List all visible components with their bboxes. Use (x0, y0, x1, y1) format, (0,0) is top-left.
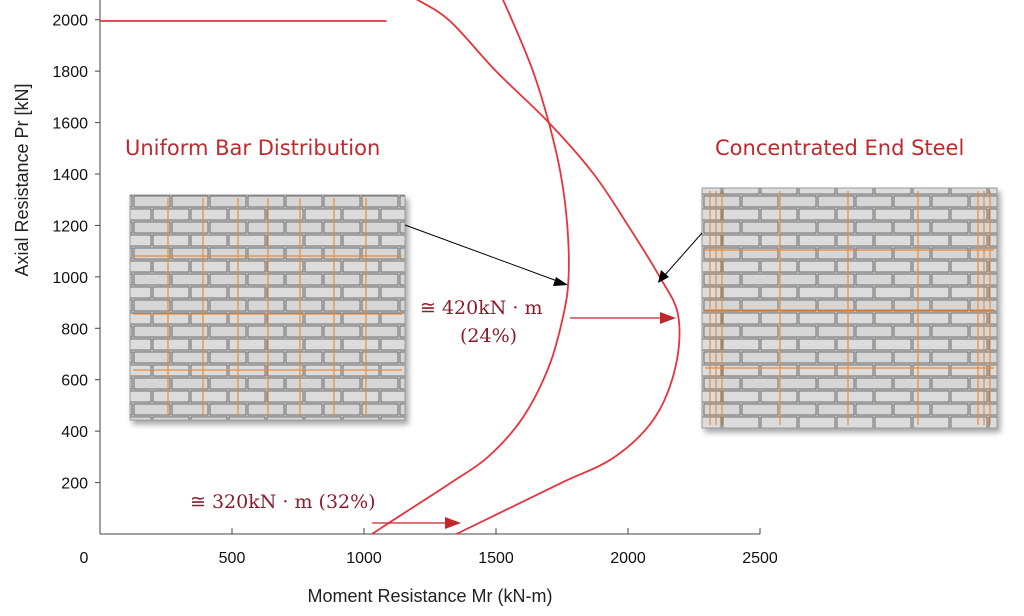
y-tick-label: 2000 (52, 13, 88, 30)
bottom-difference-label: ≅ 320kN · m (32%) (190, 491, 376, 513)
y-tick-label: 1400 (52, 167, 88, 184)
concentrated-rebar-grid (705, 191, 994, 425)
x-tick-label: 2000 (610, 550, 646, 567)
y-tick-label: 1000 (52, 270, 88, 287)
uniform-curve (371, 0, 570, 535)
uniform-title: Uniform Bar Distribution (125, 136, 380, 160)
mid-difference-percent: (24%) (460, 325, 517, 347)
pointer-arrows (372, 224, 703, 529)
x-tick-label: 1500 (478, 550, 514, 567)
uniform-rebar-grid (133, 198, 402, 417)
uniform-pointer-line (404, 224, 561, 283)
y-tick-label: 600 (61, 373, 88, 390)
concentrated-curve (416, 0, 681, 535)
concentrated-section-panel (701, 187, 998, 429)
x-ticks: 0 500 1000 1500 2000 2500 (80, 528, 778, 567)
series-layer (100, 0, 681, 535)
concentrated-pointer-line (663, 232, 703, 277)
x-axis-label: Moment Resistance Mr (kN-m) (307, 586, 552, 606)
y-tick-label: 400 (61, 424, 88, 441)
x-tick-label: 500 (219, 550, 246, 567)
bottom-difference-arrow-head (445, 517, 461, 529)
y-tick-label: 200 (61, 476, 88, 493)
concentrated-section-image (701, 187, 998, 429)
x-tick-label: 0 (80, 550, 89, 567)
y-axis-label: Axial Resistance Pr [kN] (12, 83, 32, 276)
x-tick-label: 1000 (346, 550, 382, 567)
mid-difference-value: ≅ 420kN · m (420, 297, 543, 319)
uniform-pointer-head (553, 277, 568, 286)
axes (99, 0, 760, 535)
y-tick-label: 1800 (52, 64, 88, 81)
y-ticks: 200 400 600 800 1000 1200 1400 1600 1800 2000 (52, 13, 100, 493)
mid-difference-arrow-head (660, 312, 676, 324)
uniform-section-panel (129, 194, 406, 421)
y-tick-label: 1600 (52, 116, 88, 133)
concentrated-title: Concentrated End Steel (715, 136, 964, 160)
x-tick-label: 2500 (742, 550, 778, 567)
concentrated-pointer-head (658, 270, 669, 283)
y-tick-label: 1200 (52, 218, 88, 235)
y-tick-label: 800 (61, 321, 88, 338)
